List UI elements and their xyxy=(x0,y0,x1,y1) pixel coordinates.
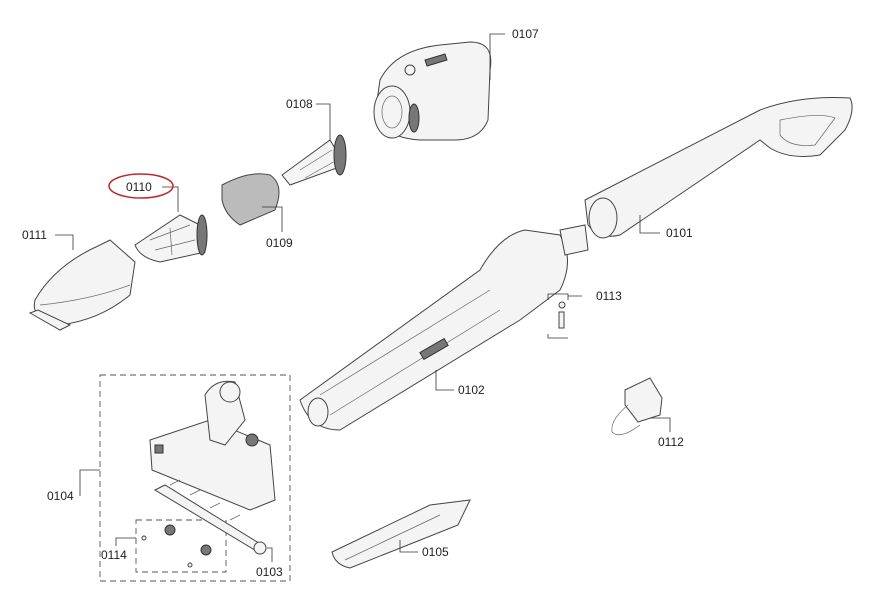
label-0102[interactable]: 0102 xyxy=(458,383,485,397)
label-0108[interactable]: 0108 xyxy=(286,97,313,111)
label-0110[interactable]: 0110 xyxy=(126,180,152,194)
label-0112[interactable]: 0112 xyxy=(658,435,684,449)
highlight-circle xyxy=(108,173,174,199)
label-0101[interactable]: 0101 xyxy=(666,226,693,240)
assembly-boundary-0114 xyxy=(135,519,227,573)
label-0105[interactable]: 0105 xyxy=(422,545,449,559)
part-0103-brush-roller[interactable] xyxy=(153,479,267,555)
label-0107[interactable]: 0107 xyxy=(512,27,539,41)
part-0113-screws[interactable] xyxy=(558,301,566,329)
part-0109-mesh-filter[interactable] xyxy=(221,173,280,226)
label-0109[interactable]: 0109 xyxy=(266,236,293,250)
part-0104-floor-nozzle[interactable] xyxy=(149,380,276,511)
part-0107-motor-unit[interactable] xyxy=(373,41,492,141)
part-0101-handle[interactable] xyxy=(584,97,853,239)
part-0102-main-tube[interactable] xyxy=(299,224,589,431)
label-0104[interactable]: 0104 xyxy=(47,489,74,503)
part-0114-wheels[interactable] xyxy=(141,524,212,568)
label-0103[interactable]: 0103 xyxy=(256,565,283,579)
part-0112-charger[interactable] xyxy=(611,377,663,436)
label-0114[interactable]: 0114 xyxy=(101,548,127,562)
label-0113[interactable]: 0113 xyxy=(596,289,622,303)
leader-lines xyxy=(55,33,671,562)
label-0111[interactable]: 0111 xyxy=(22,228,47,242)
assembly-boundary-0104 xyxy=(99,374,291,582)
part-0110-filter-frame[interactable] xyxy=(134,214,208,263)
part-0111-dust-container[interactable] xyxy=(28,239,136,331)
part-0105-crevice-nozzle[interactable] xyxy=(331,499,471,569)
part-0108-cone-filter[interactable] xyxy=(281,134,347,186)
